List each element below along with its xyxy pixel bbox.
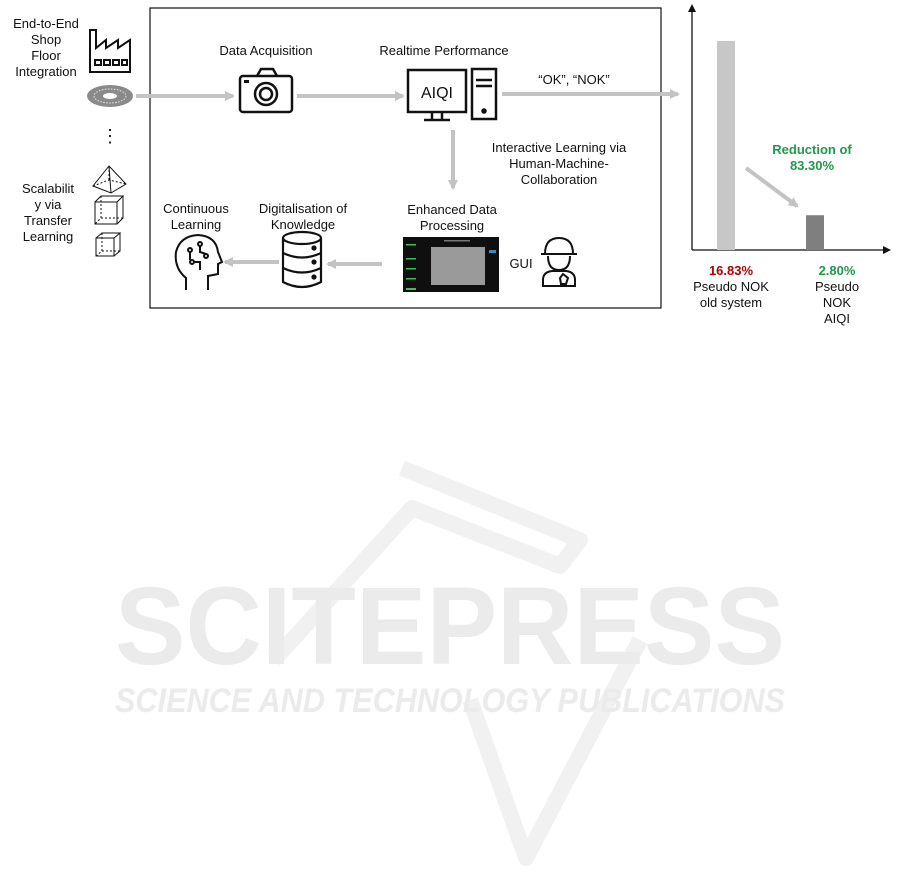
process-frame [149,7,662,309]
factory-icon [89,29,131,73]
scalability-label: Scalabilit y via Transfer Learning [21,181,75,244]
watermark-sub: SCIENCE AND TECHNOLOGY PUBLICATIONS [115,682,785,720]
pyramid-icon [92,165,127,194]
ok-nok-label: “OK”, “NOK” [538,72,610,87]
gui-screenshot [403,237,499,292]
chart-bar-old-system [717,40,735,250]
database-icon [281,230,323,289]
camera-icon [238,67,294,114]
worker-icon [541,236,577,287]
data-acquisition-label: Data Acquisition [219,43,313,58]
digitalisation-label: Digitalisation of Knowledge [258,201,348,232]
category-label-old: Pseudo NOK old system [693,279,769,310]
cube-icon [94,195,125,225]
reduction-chart [688,4,891,254]
interactive-learning-label: Interactive Learning via Human-Machine- … [491,140,627,187]
chart-bar-aiqi [806,215,824,250]
brain-head-icon [174,233,224,290]
disc-part-icon [87,85,133,107]
gui-label: GUI [509,256,533,271]
reduction-arrow [744,166,799,208]
continuous-learning-label: Continuous Learning [163,201,229,232]
watermark-triangle [268,460,648,866]
small-cube-icon [95,232,122,257]
realtime-performance-label: Realtime Performance [379,43,509,58]
computer-icon [406,67,498,122]
chart-annotation: Reduction of 83.30% [772,142,852,173]
watermark-main: SCITEPRESS [115,565,785,688]
vertical-ellipsis: ⋮ [101,126,119,146]
monitor-screen-text: AIQI [421,85,453,102]
value-label-old: 16.83% [708,263,754,278]
enhanced-data-label: Enhanced Data Processing [407,202,497,233]
value-label-aiqi: 2.80% [818,263,856,278]
category-label-aiqi: Pseudo NOK AIQI [814,279,860,326]
integration-label: End-to-End Shop Floor Integration [13,16,79,79]
